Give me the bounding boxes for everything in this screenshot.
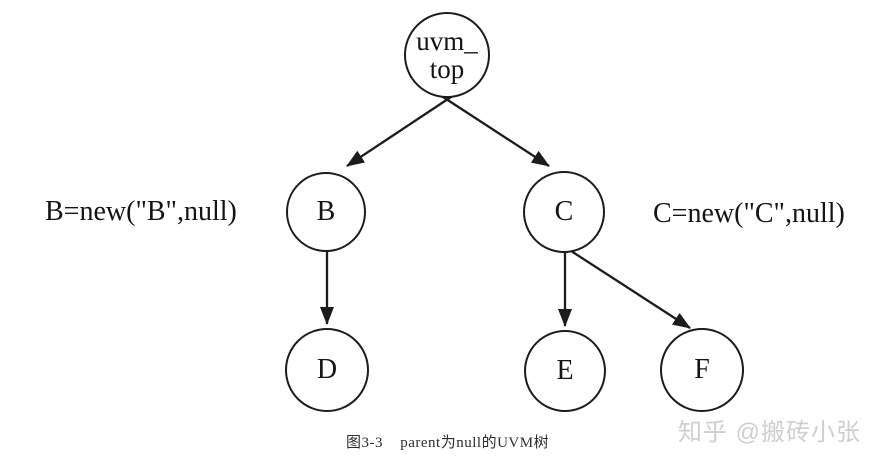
figure-caption-number: 图3-3 [346, 435, 383, 451]
annotation-c-new: C=new("C",null) [653, 198, 845, 229]
annotation-b-new: B=new("B",null) [45, 196, 237, 227]
node-uvm-top-label-line2: top [429, 54, 465, 84]
node-e: E [524, 330, 606, 412]
node-uvm-top-label-line1: uvm_ [416, 26, 478, 56]
figure-caption: 图3-3 parent为null的UVM树 [346, 431, 549, 452]
figure-caption-title: parent为null的UVM树 [400, 435, 550, 451]
node-f: F [660, 328, 744, 412]
node-b: B [286, 172, 366, 252]
node-d-label: D [316, 354, 338, 385]
node-c-label: C [554, 196, 574, 227]
node-c: C [523, 171, 605, 253]
edge-uvm-top-to-b [346, 94, 455, 167]
node-f-label: F [694, 354, 710, 385]
node-e-label: E [556, 355, 574, 386]
node-uvm-top: uvm_ top [404, 12, 490, 98]
edge-c-to-f [567, 248, 691, 329]
edge-uvm-top-to-c [439, 94, 550, 167]
node-b-label: B [316, 196, 336, 227]
node-d: D [285, 328, 369, 412]
zhihu-watermark: 知乎 @搬砖小张 [677, 419, 861, 446]
